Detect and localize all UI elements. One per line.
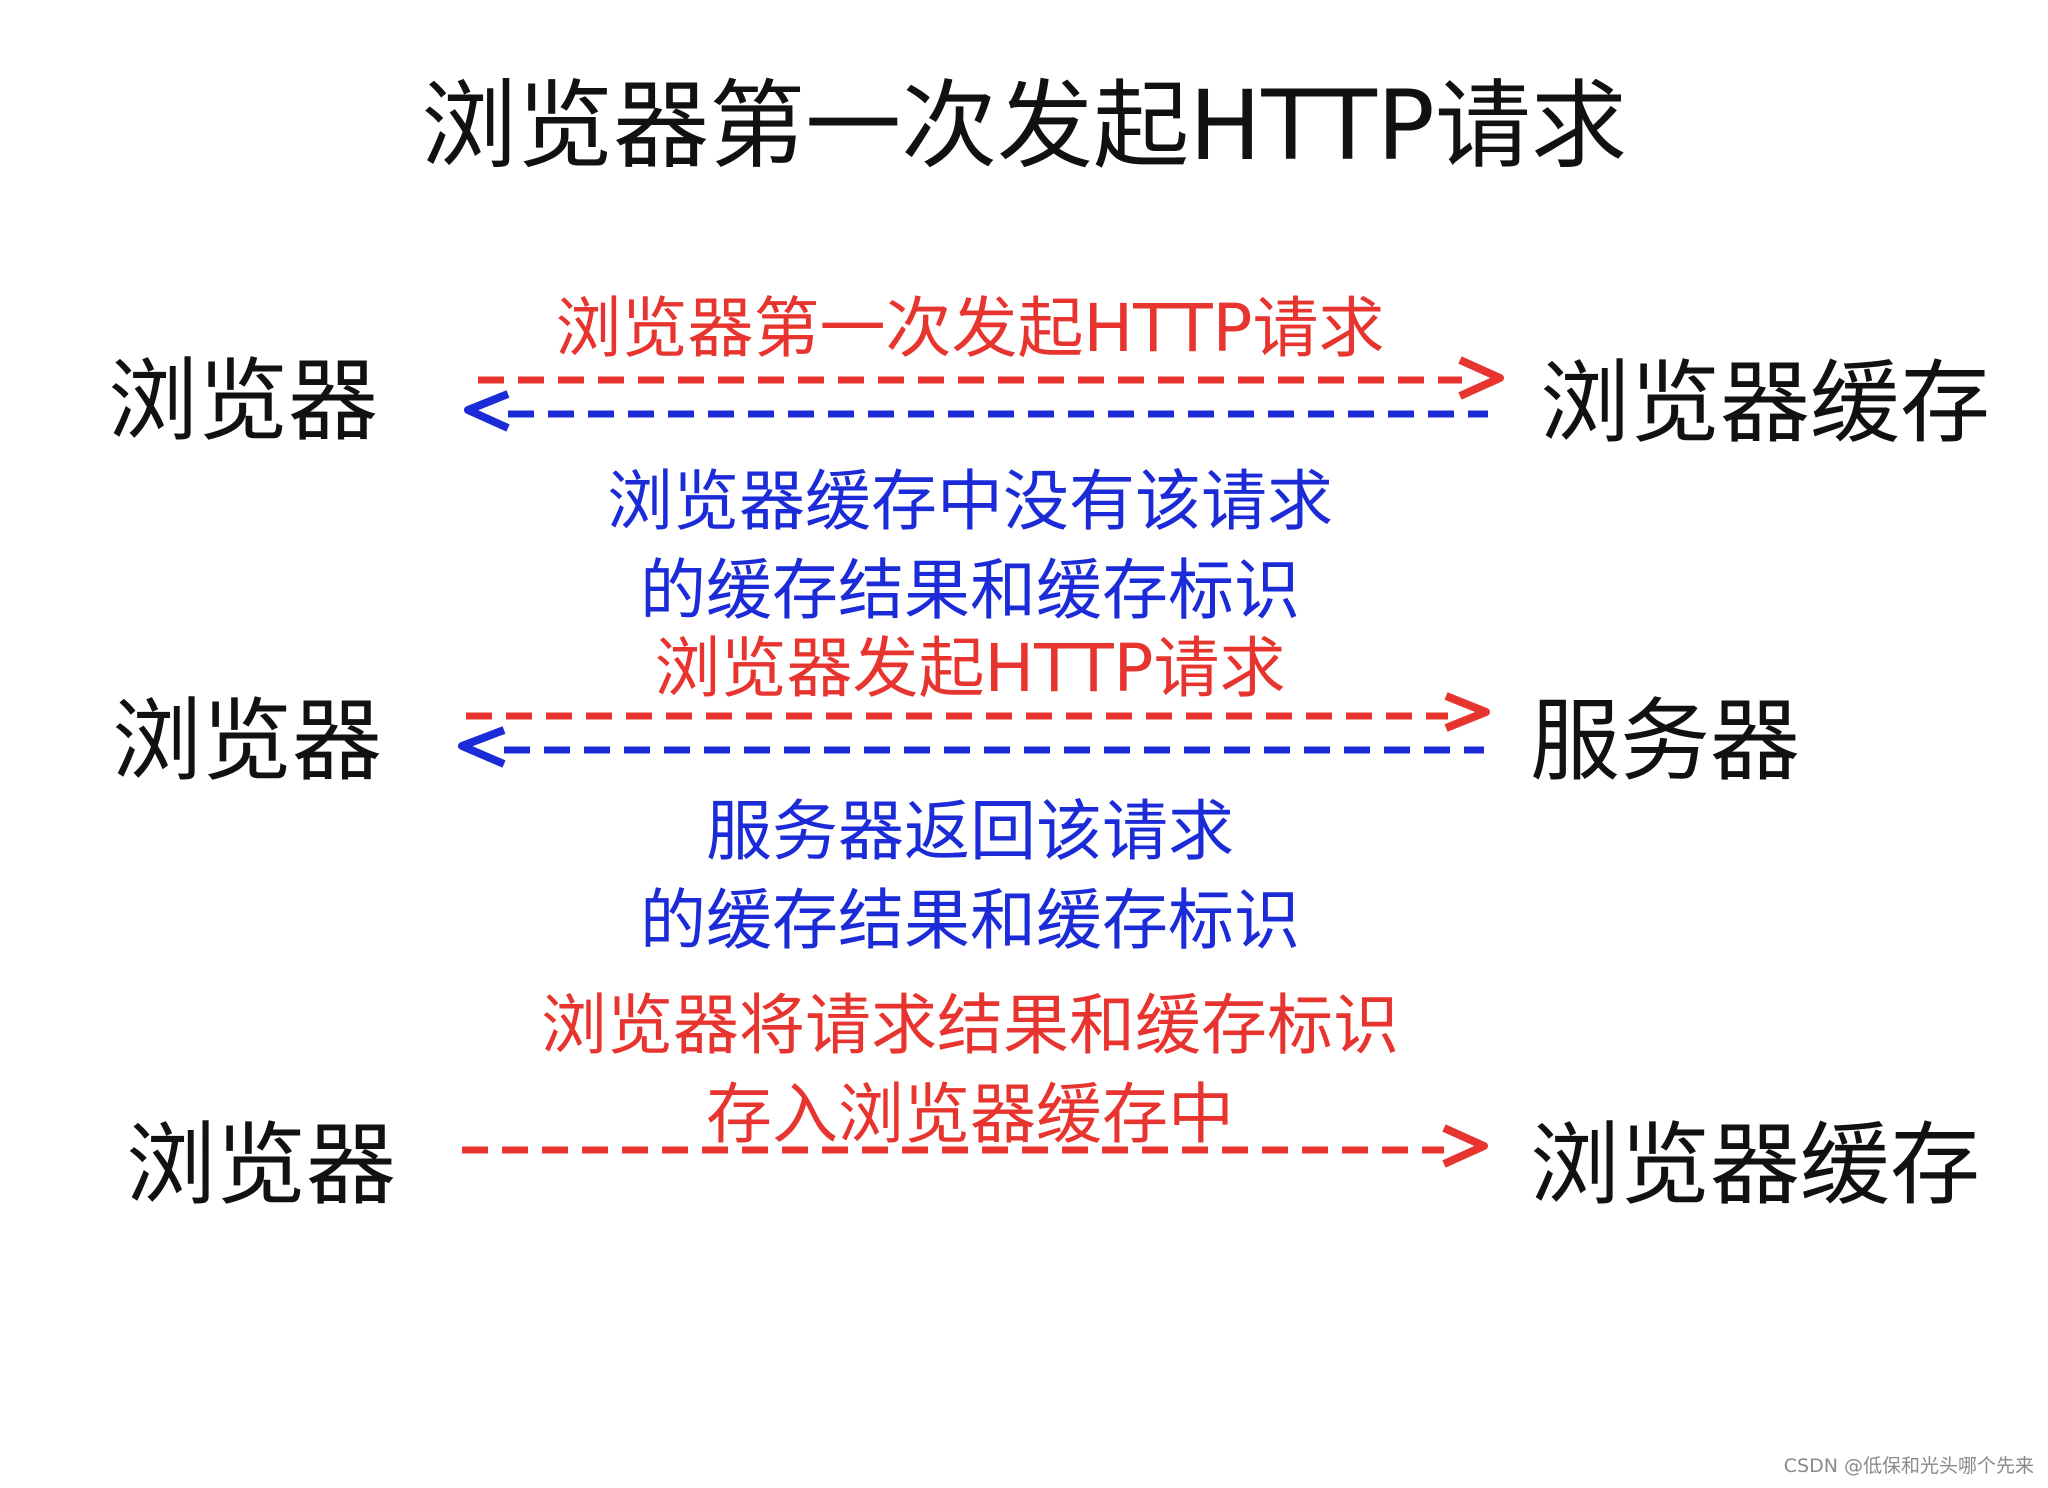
row1-request-arrow: [478, 356, 1504, 400]
row1-left-node-browser: 浏览器: [108, 349, 378, 454]
row1-response-arrow: [464, 390, 1488, 432]
row1-response-label: 浏览器缓存中没有该请求 的缓存结果和缓存标识: [480, 448, 1460, 630]
row2-request-arrow: [466, 692, 1490, 732]
row1-request-label: 浏览器第一次发起HTTP请求: [555, 290, 1385, 367]
row3-request-label-line1: 浏览器将请求结果和缓存标识: [541, 987, 1399, 1064]
row2-response-label-line1: 服务器返回该请求: [706, 793, 1234, 870]
row2-request-label: 浏览器发起HTTP请求: [654, 630, 1286, 707]
row2-response-label: 服务器返回该请求 的缓存结果和缓存标识: [480, 778, 1460, 960]
row2-right-node-server: 服务器: [1530, 689, 1800, 794]
row2-response-arrow: [458, 726, 1484, 768]
row3-right-node-browser-cache: 浏览器缓存: [1530, 1113, 1980, 1218]
row3-request-label: 浏览器将请求结果和缓存标识 存入浏览器缓存中: [440, 972, 1500, 1154]
row1-response-label-line2: 的缓存结果和缓存标识: [640, 552, 1300, 630]
row2-left-node-browser: 浏览器: [112, 689, 382, 794]
row1-right-node-browser-cache: 浏览器缓存: [1540, 351, 1990, 456]
row3-left-node-browser: 浏览器: [126, 1113, 396, 1218]
row3-request-label-line2: 存入浏览器缓存中: [706, 1076, 1234, 1154]
row2-response-label-line2: 的缓存结果和缓存标识: [640, 882, 1300, 960]
watermark: CSDN @低保和光头哪个先来: [1783, 1455, 2034, 1477]
row1-response-label-line1: 浏览器缓存中没有该请求: [607, 463, 1333, 540]
row3-request-arrow: [462, 1124, 1488, 1168]
diagram-title: 浏览器第一次发起HTTP请求: [421, 70, 1627, 182]
